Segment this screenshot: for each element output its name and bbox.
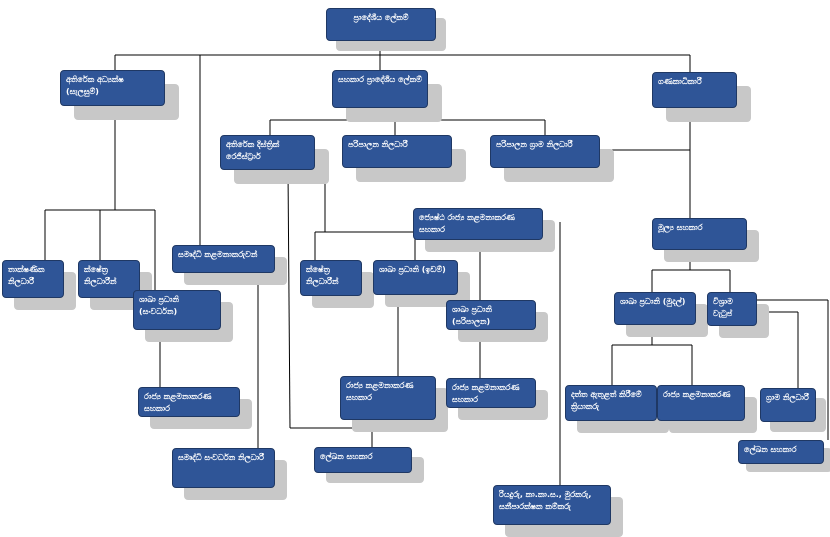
node-paripalana-niladhari: පරිපාලන නිලධාරී	[342, 135, 466, 182]
box-label: ක්ෂේත්‍ර නිලධාරීන්	[78, 260, 140, 298]
box-label: විශ්‍රාම වැටුප්	[707, 292, 757, 326]
node-pradeshiya-lekam: ප්‍රාදේශීය ලේකම්	[326, 8, 446, 51]
node-state-mgmt-assistant-left: රාජ්‍ය කළමනාකරණ සහකාර	[138, 387, 252, 429]
box-label: අතිරේක දිස්ත්‍රික් රෙජිස්ට්‍රාර්	[220, 135, 315, 170]
box-label: ලේඛන සහකාර	[314, 447, 412, 473]
box-label: පරිපාලන නිලධාරී	[342, 135, 452, 168]
node-shakha-pradhani-wayam: ශාඛා ප්‍රධානි (ඉඩම්)	[373, 260, 470, 307]
box-label: ගණකාධිකාරී	[652, 72, 737, 108]
box-label: රාජ්‍ය කළමනාකරණ	[657, 385, 745, 421]
box-label: ලේඛන සහකාර	[738, 440, 824, 464]
box-label: දත්ත ඇතුළත් කිරීමේ ක්‍රියාකරු	[565, 385, 657, 421]
node-shakha-pradhani-parisarana: ශාඛා ප්‍රධානි (පරිපාලන)	[446, 300, 548, 342]
node-shakha-pradhani-mudal: ශාඛා ප්‍රධානි (මුදල්)	[614, 292, 708, 337]
node-grama-niladhari: ග්‍රාම නිලධාරී	[760, 388, 826, 432]
box-label: ශාඛා ප්‍රධානි (සංවර්ධන)	[133, 290, 221, 330]
node-danthu-athulath: දත්ත ඇතුළත් කිරීමේ ක්‍රියාකරු	[565, 385, 669, 433]
node-athireka-adyaksha: අතිරේක අධ්‍යක්ෂ (සැලසුම්)	[60, 70, 179, 120]
box-label: ශාඛා ප්‍රධානි (පරිපාලන)	[446, 300, 536, 330]
node-lekhana-sahakara-right: ලේඛන සහකාර	[738, 440, 830, 472]
node-paripalana-grama-niladhari: පරිපාලන ග්‍රාම නිලධාරී	[490, 135, 614, 182]
box-label: සමෘද්ධි කළමනාකරුවන්	[172, 245, 275, 273]
box-label: සමෘද්ධි සංවර්ධන නිලධාරී	[172, 448, 275, 488]
box-label: තාක්ෂණික නිලධාරී	[2, 260, 64, 298]
node-state-mgmt-assistant-right: රාජ්‍ය කළමනාකරණ සහකාර	[446, 378, 548, 420]
box-label: ග්‍රාම නිලධාරී	[760, 388, 816, 422]
node-sahakara-pradeshiya-lekam: සහකාර ප්‍රාදේශීය ලේකම්	[332, 70, 442, 122]
box-label: ශාඛා ප්‍රධානි (ඉඩම්)	[373, 260, 458, 295]
node-kshethra-niladhari-left: ක්ෂේත්‍ර නිලධාරීන්	[78, 260, 152, 310]
box-label: අතිරේක අධ්‍යක්ෂ (සැලසුම්)	[60, 70, 165, 106]
box-label: රියදුරු, කා.කා.ස., මුරකරු, සනීපාරක්ෂක කම…	[493, 485, 611, 525]
box-label: සහකාර ප්‍රාදේශීය ලේකම්	[332, 70, 428, 108]
node-lekhana-sahakara-mid: ලේඛන සහකාර	[314, 447, 424, 483]
node-vishrama-vatup: විශ්‍රාම වැටුප්	[707, 292, 769, 338]
box-label: මූල්‍ය සහකාර	[652, 218, 747, 250]
node-state-mgmt-assistant-mid: රාජ්‍ය කළමනාකරණ සහකාර	[340, 376, 448, 432]
box-label: රාජ්‍ය කළමනාකරණ සහකාර	[138, 387, 240, 417]
box-label: පරිපාලන ග්‍රාම නිලධාරී	[490, 135, 600, 168]
node-samurdhi-managers: සමෘද්ධි කළමනාකරුවන්	[172, 245, 287, 285]
node-ganakadhikari: ගණකාධිකාරී	[652, 72, 751, 122]
node-support-staff: රියදුරු, කා.කා.ස., මුරකරු, සනීපාරක්ෂක කම…	[493, 485, 623, 537]
node-shakha-pradhani-sanwardhana: ශාඛා ප්‍රධානි (සංවර්ධන)	[133, 290, 233, 342]
box-label: ප්‍රාදේශීය ලේකම්	[326, 8, 436, 41]
node-mulya-sahakara: මූල්‍ය සහකාර	[652, 218, 759, 262]
box-label: ක්ෂේත්‍ර නිලධාරීන්	[300, 260, 362, 296]
node-thakshanika-niladhari: තාක්ෂණික නිලධාරී	[2, 260, 76, 310]
box-label: ශාඛා ප්‍රධානි (මුදල්)	[614, 292, 696, 325]
box-label: රාජ්‍ය කළමනාකරණ සහකාර	[446, 378, 536, 408]
node-athireka-district-registrar: අතිරේක දිස්ත්‍රික් රෙජිස්ට්‍රාර්	[220, 135, 329, 184]
node-state-mgmt-rightbottom: රාජ්‍ය කළමනාකරණ	[657, 385, 757, 433]
node-samurdhi-sanwardhana-niladhari: සමෘද්ධි සංවර්ධන නිලධාරී	[172, 448, 287, 500]
node-kshethra-niladhari-mid: ක්ෂේත්‍ර නිලධාරීන්	[300, 260, 374, 308]
box-label: රාජ්‍ය කළමනාකරණ සහකාර	[340, 376, 436, 420]
node-senior-state-mgmt-assistant: ජ්‍යෙෂ්ඨ රාජ්‍ය කළමනාකරණ සහකාර	[413, 208, 555, 252]
box-label: ජ්‍යෙෂ්ඨ රාජ්‍ය කළමනාකරණ සහකාර	[413, 208, 543, 240]
